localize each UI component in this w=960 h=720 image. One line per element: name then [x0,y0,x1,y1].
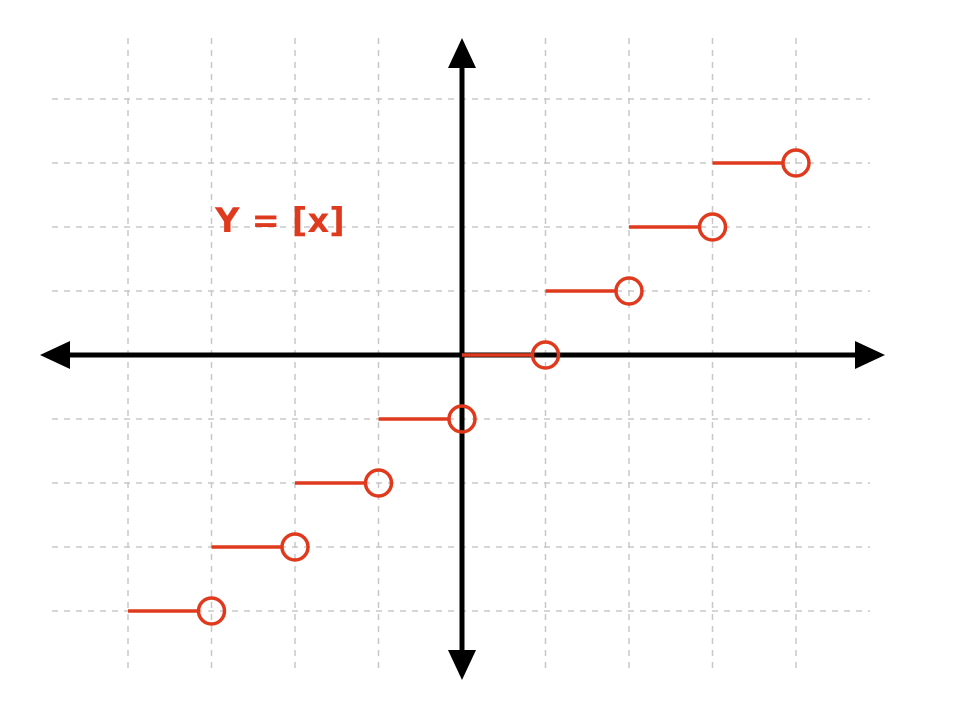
open-endpoint-marker [363,468,394,498]
open-endpoint-marker [614,276,644,306]
x-axis-arrow-right-icon [855,341,885,369]
y-axis-arrow-down-icon [448,650,476,680]
open-endpoint-marker [781,148,811,178]
axes [40,38,885,680]
open-endpoint-marker [530,340,561,370]
y-axis-arrow-up-icon [448,38,476,68]
open-endpoint-marker [697,212,728,242]
open-endpoint-marker [280,532,310,562]
open-endpoint-marker [196,596,227,626]
x-axis-arrow-left-icon [40,341,70,369]
series-floor-function [128,148,811,626]
open-endpoint-marker [447,404,477,434]
chart-title: Y = [x] [214,201,345,241]
